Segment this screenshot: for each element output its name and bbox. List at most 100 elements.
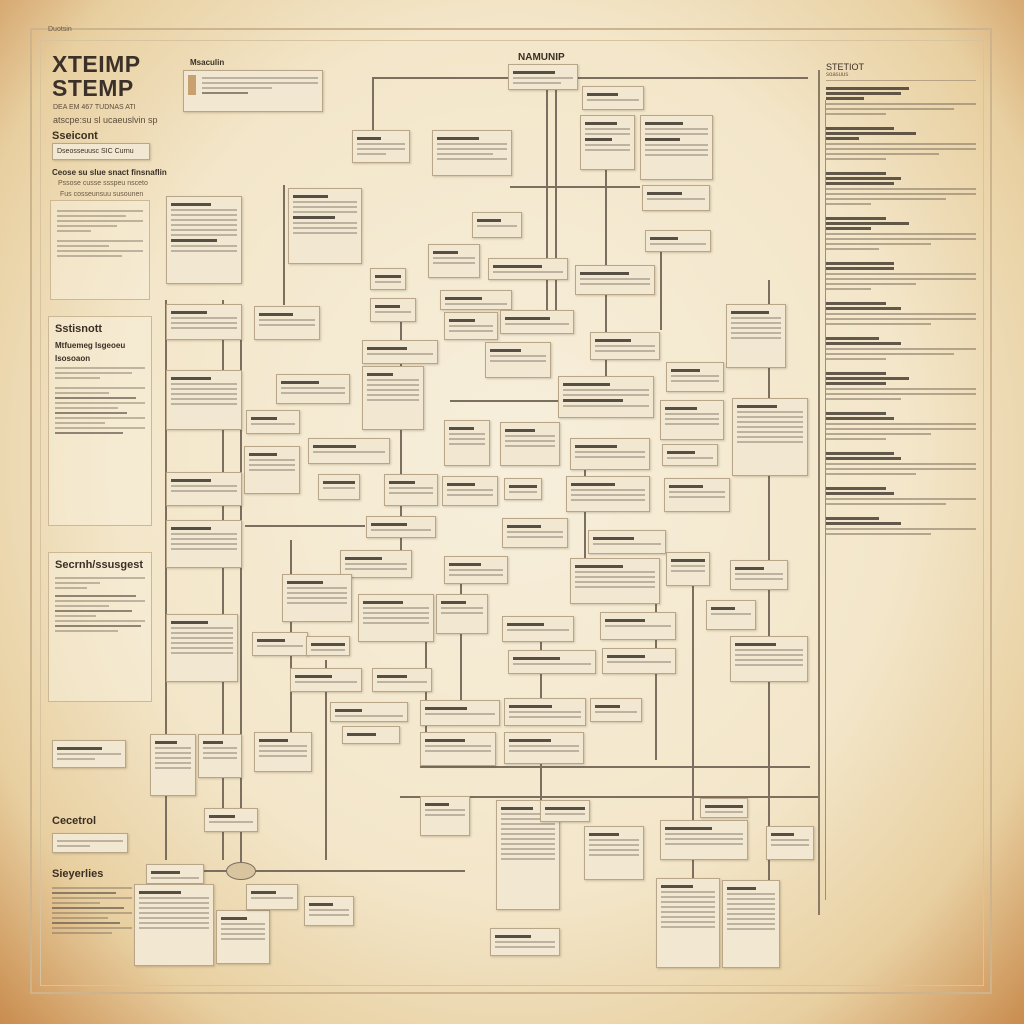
diagram-node[interactable] — [602, 648, 676, 674]
diagram-node[interactable] — [558, 376, 654, 418]
diagram-node[interactable] — [340, 550, 412, 578]
diagram-node[interactable] — [342, 726, 400, 744]
diagram-node[interactable] — [282, 574, 352, 622]
diagram-node[interactable] — [730, 636, 808, 682]
diagram-node[interactable] — [722, 880, 780, 968]
diagram-node[interactable] — [436, 594, 488, 634]
diagram-node[interactable] — [442, 476, 498, 506]
connector — [546, 90, 548, 310]
diagram-node[interactable] — [384, 474, 438, 506]
diagram-node[interactable] — [246, 884, 298, 910]
diagram-node[interactable] — [366, 516, 436, 538]
diagram-node[interactable] — [432, 130, 512, 176]
diagram-node[interactable] — [488, 258, 568, 280]
diagram-node[interactable] — [166, 614, 238, 682]
sidebar-button[interactable]: Dseosseuusc SIC Curnu — [52, 143, 150, 160]
diagram-node[interactable] — [146, 864, 204, 884]
diagram-node[interactable] — [150, 734, 196, 796]
diagram-node[interactable] — [444, 420, 490, 466]
diagram-node[interactable] — [166, 370, 242, 430]
diagram-node[interactable] — [166, 472, 242, 506]
diagram-node[interactable] — [540, 800, 590, 822]
diagram-node[interactable] — [166, 520, 242, 568]
diagram-node[interactable] — [504, 732, 584, 764]
diagram-node[interactable] — [502, 518, 568, 548]
diagram-node[interactable] — [428, 244, 480, 278]
diagram-node[interactable] — [588, 530, 666, 554]
diagram-node[interactable] — [575, 265, 655, 295]
diagram-node[interactable] — [420, 732, 496, 766]
diagram-node[interactable] — [362, 366, 424, 430]
diagram-node[interactable] — [304, 896, 354, 926]
diagram-node[interactable] — [254, 306, 320, 340]
diagram-node[interactable] — [358, 594, 434, 642]
diagram-node[interactable] — [444, 312, 498, 340]
diagram-node[interactable] — [254, 732, 312, 772]
diagram-node[interactable] — [600, 612, 676, 640]
diagram-node[interactable] — [244, 446, 300, 494]
diagram-node[interactable] — [664, 478, 730, 512]
diagram-node[interactable] — [444, 556, 508, 584]
diagram-node[interactable] — [666, 362, 724, 392]
diagram-node[interactable] — [166, 196, 242, 284]
diagram-node[interactable] — [276, 374, 350, 404]
diagram-node[interactable] — [645, 230, 711, 252]
diagram-node[interactable] — [666, 552, 710, 586]
diagram-node[interactable] — [706, 600, 756, 630]
diagram-node[interactable] — [590, 698, 642, 722]
diagram-node[interactable] — [504, 698, 586, 726]
diagram-node[interactable] — [766, 826, 814, 860]
diagram-node[interactable] — [660, 820, 748, 860]
diagram-node[interactable] — [485, 342, 551, 378]
diagram-node[interactable] — [642, 185, 710, 211]
diagram-node[interactable] — [352, 130, 410, 163]
diagram-node[interactable] — [500, 310, 574, 334]
diagram-node[interactable] — [656, 878, 720, 968]
diagram-node[interactable] — [370, 298, 416, 322]
diagram-node[interactable] — [570, 558, 660, 604]
diagram-node[interactable] — [318, 474, 360, 500]
diagram-node[interactable] — [440, 290, 512, 310]
diagram-node[interactable] — [252, 632, 308, 656]
diagram-node[interactable] — [198, 734, 242, 778]
diagram-node[interactable] — [330, 702, 408, 722]
diagram-node[interactable] — [660, 400, 724, 440]
diagram-node[interactable] — [308, 438, 390, 464]
diagram-node[interactable] — [420, 700, 500, 726]
diagram-node[interactable] — [584, 826, 644, 880]
diagram-node[interactable] — [662, 444, 718, 466]
diagram-node[interactable] — [566, 476, 650, 512]
diagram-node[interactable] — [500, 422, 560, 466]
section-heading-1: Sseicont — [52, 130, 98, 142]
diagram-node[interactable] — [504, 478, 542, 500]
diagram-node[interactable] — [570, 438, 650, 470]
diagram-node[interactable] — [134, 884, 214, 966]
diagram-node[interactable] — [246, 410, 300, 434]
diagram-node[interactable] — [726, 304, 786, 368]
diagram-node[interactable] — [306, 636, 350, 656]
diagram-node[interactable] — [362, 340, 438, 364]
diagram-node[interactable] — [640, 115, 713, 180]
diagram-node[interactable] — [290, 668, 362, 692]
diagram-node[interactable] — [700, 798, 748, 818]
diagram-node[interactable] — [730, 560, 788, 590]
diagram-node[interactable] — [372, 668, 432, 692]
sidebar-item: Ceose su slue snact finsnaflin — [52, 168, 167, 177]
left-node — [52, 740, 126, 768]
diagram-node[interactable] — [370, 268, 406, 290]
diagram-node[interactable] — [216, 910, 270, 964]
diagram-node[interactable] — [204, 808, 258, 832]
sidebar-item: Mtfuemeg Isgeoeu — [55, 341, 126, 350]
diagram-node[interactable] — [732, 398, 808, 476]
node-root[interactable] — [508, 64, 578, 90]
diagram-node[interactable] — [166, 304, 242, 340]
diagram-node[interactable] — [490, 928, 560, 956]
diagram-node[interactable] — [582, 86, 644, 110]
diagram-node[interactable] — [472, 212, 522, 238]
diagram-node[interactable] — [590, 332, 660, 360]
diagram-node[interactable] — [508, 650, 596, 674]
diagram-node[interactable] — [420, 796, 470, 836]
diagram-node[interactable] — [288, 188, 362, 264]
diagram-node[interactable] — [580, 115, 635, 170]
diagram-node[interactable] — [502, 616, 574, 642]
